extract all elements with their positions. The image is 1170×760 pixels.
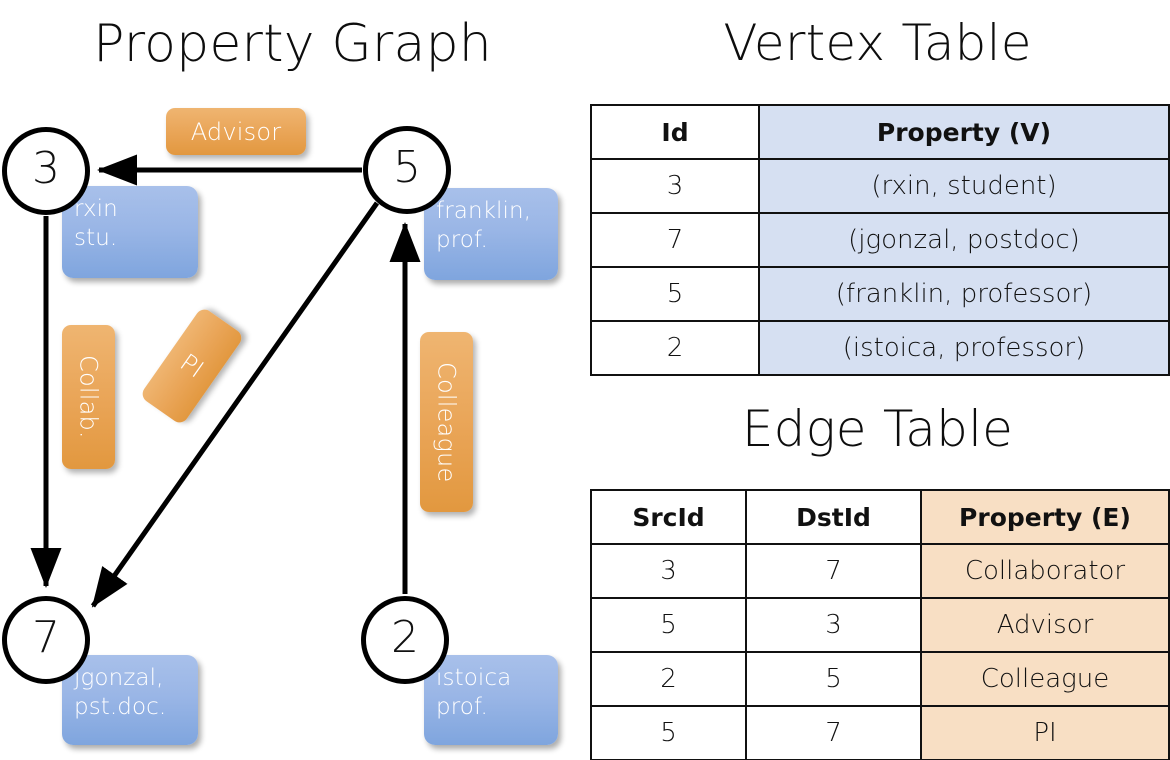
vertex-row-2-id: 5: [590, 266, 760, 322]
node-2-prop-line2: prof.: [436, 694, 488, 721]
page-title-vertex-table: Vertex Table: [723, 14, 1032, 72]
page-title-edge-table: Edge Table: [741, 400, 1014, 458]
table-row[interactable]: 3 (rxin, student): [590, 158, 1170, 214]
edge-row-0-src: 3: [590, 543, 747, 599]
table-row[interactable]: 5 7 PI: [590, 705, 1170, 760]
graph-node-5-label: 5: [393, 142, 421, 193]
edge-label-advisor-text: Advisor: [190, 117, 282, 146]
edge-row-3-dst: 7: [745, 705, 922, 760]
vertex-row-1-id: 7: [590, 212, 760, 268]
vertex-row-3-id: 2: [590, 320, 760, 376]
edge-row-2-src: 2: [590, 651, 747, 707]
edge-table-header-srcid: SrcId: [590, 489, 747, 545]
edge-label-colleague-text: Colleague: [432, 361, 461, 483]
vertex-row-3-property: (istoica, professor): [758, 320, 1170, 376]
edge-row-1-dst: 3: [745, 597, 922, 653]
node-property-box-3: rxin stu.: [62, 186, 198, 278]
table-row[interactable]: 5 3 Advisor: [590, 597, 1170, 653]
vertex-table: Id Property (V) 3 (rxin, student) 7 (jgo…: [590, 104, 1170, 376]
node-3-prop-line2: stu.: [74, 225, 118, 252]
node-7-prop-line2: pst.doc.: [74, 694, 167, 721]
node-property-box-7: jgonzal, pst.doc.: [62, 655, 198, 745]
edge-arrow-5-to-7: [90, 201, 380, 608]
edge-row-1-src: 5: [590, 597, 747, 653]
graph-node-7[interactable]: 7: [2, 596, 90, 684]
edge-table-header-property: Property (E): [920, 489, 1170, 545]
edge-label-collab-text: Collab.: [74, 355, 103, 439]
graph-node-3-label: 3: [32, 143, 60, 194]
vertex-row-0-property: (rxin, student): [758, 158, 1170, 214]
graph-node-2-label: 2: [391, 612, 419, 663]
edge-row-1-property: Advisor: [920, 597, 1170, 653]
graph-node-7-label: 7: [32, 612, 60, 663]
edge-label-colleague: Colleague: [420, 332, 473, 512]
vertex-table-header-property: Property (V): [758, 104, 1170, 160]
graph-edge-arrows: [30, 154, 421, 608]
node-5-prop-line2: prof.: [436, 227, 488, 254]
node-2-prop-line1: istoica: [436, 665, 512, 691]
edge-label-advisor: Advisor: [166, 108, 306, 155]
edge-table-header-dstid: DstId: [745, 489, 922, 545]
edge-table-header-row: SrcId DstId Property (E): [590, 489, 1170, 545]
graph-node-3[interactable]: 3: [2, 127, 90, 215]
table-row[interactable]: 2 5 Colleague: [590, 651, 1170, 707]
edge-row-3-src: 5: [590, 705, 747, 760]
property-graph-diagram: Advisor Collab. PI Colleague rxin stu. f…: [2, 108, 558, 745]
edge-row-0-dst: 7: [745, 543, 922, 599]
table-row[interactable]: 5 (franklin, professor): [590, 266, 1170, 322]
edge-row-0-property: Collaborator: [920, 543, 1170, 599]
table-row[interactable]: 2 (istoica, professor): [590, 320, 1170, 376]
graph-node-2[interactable]: 2: [361, 596, 449, 684]
graph-node-5[interactable]: 5: [363, 126, 451, 214]
page-title-property-graph: Property Graph: [93, 14, 492, 74]
node-5-prop-line1: franklin,: [436, 198, 532, 224]
table-row[interactable]: 3 7 Collaborator: [590, 543, 1170, 599]
edge-row-3-property: PI: [920, 705, 1170, 760]
edge-row-2-property: Colleague: [920, 651, 1170, 707]
node-3-prop-line1: rxin: [74, 196, 118, 222]
edge-label-collab: Collab.: [62, 325, 115, 469]
edge-table: SrcId DstId Property (E) 3 7 Collaborato…: [590, 489, 1170, 760]
edge-row-2-dst: 5: [745, 651, 922, 707]
node-property-box-5: franklin, prof.: [424, 188, 558, 280]
vertex-row-1-property: (jgonzal, postdoc): [758, 212, 1170, 268]
table-row[interactable]: 7 (jgonzal, postdoc): [590, 212, 1170, 268]
vertex-row-0-id: 3: [590, 158, 760, 214]
vertex-table-header-row: Id Property (V): [590, 104, 1170, 160]
edge-label-pi-text: PI: [174, 348, 210, 384]
vertex-row-2-property: (franklin, professor): [758, 266, 1170, 322]
node-7-prop-line1: jgonzal,: [74, 665, 164, 691]
vertex-table-header-id: Id: [590, 104, 760, 160]
node-property-box-2: istoica prof.: [424, 655, 558, 745]
